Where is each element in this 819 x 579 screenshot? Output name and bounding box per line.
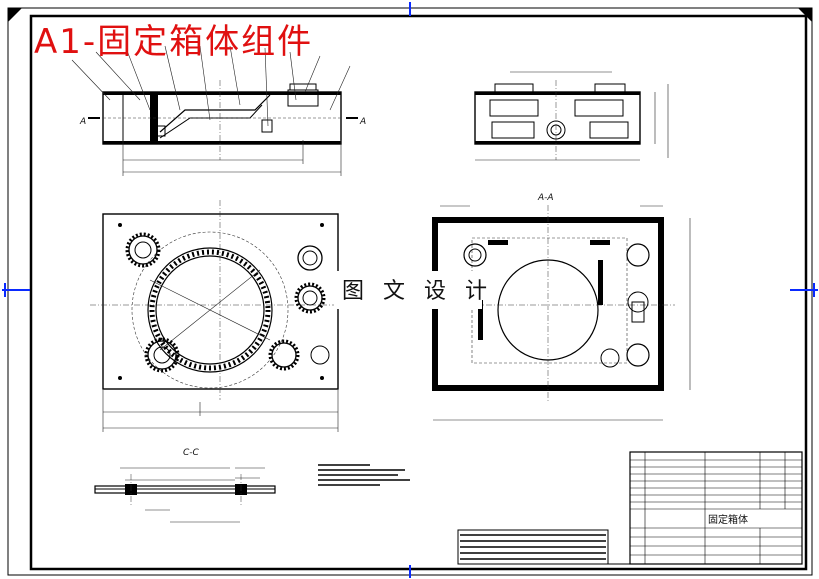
inner-frame (29, 14, 808, 571)
section-aa-view (420, 205, 691, 421)
corner-triangles (8, 8, 812, 22)
drawing-title: A1-固定箱体组件 (34, 22, 313, 62)
titleblock-part-name: 固定箱体 (708, 513, 748, 526)
watermark-background (334, 271, 482, 309)
section-aa-label: A-A (537, 193, 554, 203)
front-section-view (71, 45, 358, 176)
parts-list-table (457, 451, 803, 565)
section-marker-right: A (359, 117, 366, 127)
technical-notes (318, 464, 410, 486)
watermark-text: 图 文 设 计 (342, 279, 493, 304)
side-view (474, 71, 669, 161)
top-view (90, 200, 350, 432)
section-cc-view (94, 467, 276, 523)
section-marker-left: A (79, 117, 86, 127)
section-cc-label: C-C (183, 448, 200, 458)
